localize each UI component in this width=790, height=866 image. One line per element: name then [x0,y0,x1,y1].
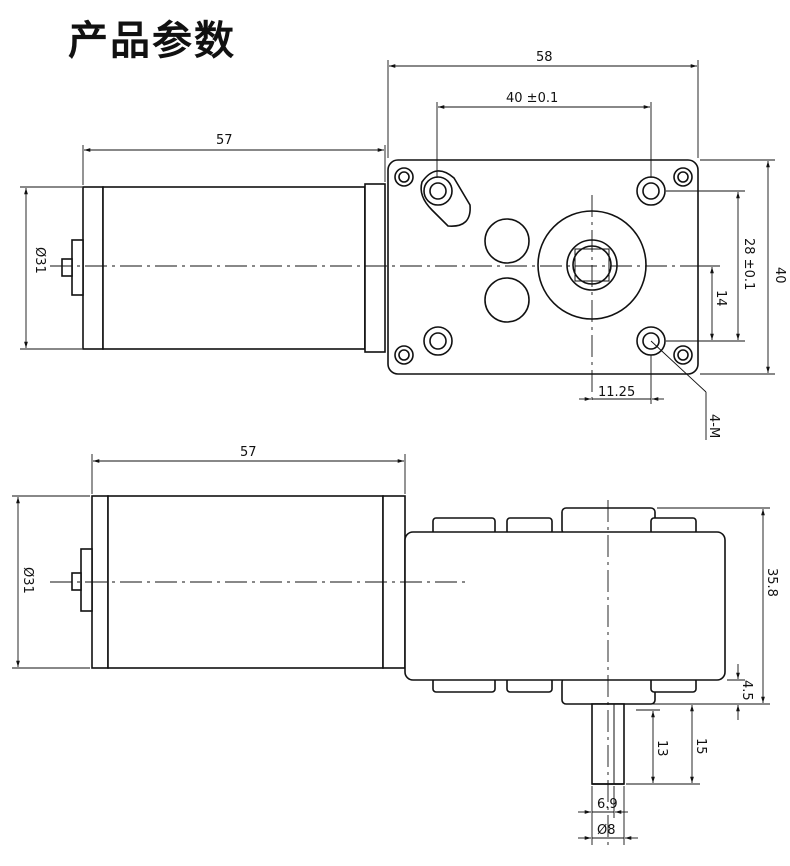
top-view: 57 58 40 ±0.1 Ø31 40 28 ±0.1 14 [20,50,787,440]
dim-hole-spacing: 40 ±0.1 [506,91,558,106]
page-title: 产品参数 [68,18,236,64]
dim-width-58: 58 [536,50,553,65]
dim-shaft-diameter-8: Ø8 [597,823,616,838]
dim-shaft-13: 13 [654,740,669,757]
dim-offset-14: 14 [713,290,728,307]
dim-height-40: 40 [772,267,787,284]
dim-offset-11-25: 11.25 [598,385,635,400]
dim-offset-4-5: 4.5 [739,680,754,701]
dim-shaft-15: 15 [693,738,708,755]
dim-diameter-31-top: Ø31 [32,247,47,274]
gearbox-side [404,507,726,785]
gearbox-face [387,159,699,375]
dim-length-57-top: 57 [216,133,233,148]
motor-body-top [61,183,386,353]
label-holes-4-m: 4-M [706,414,721,438]
dim-height-35-8: 35.8 [764,568,779,597]
side-view: 57 Ø31 35.8 4.5 13 15 6.9 [12,445,779,845]
dim-vertical-spacing: 28 ±0.1 [741,238,756,290]
dim-diameter-31-side: Ø31 [20,567,35,594]
dim-length-57-side: 57 [240,445,257,460]
dim-flat-6-9: 6.9 [597,797,618,812]
